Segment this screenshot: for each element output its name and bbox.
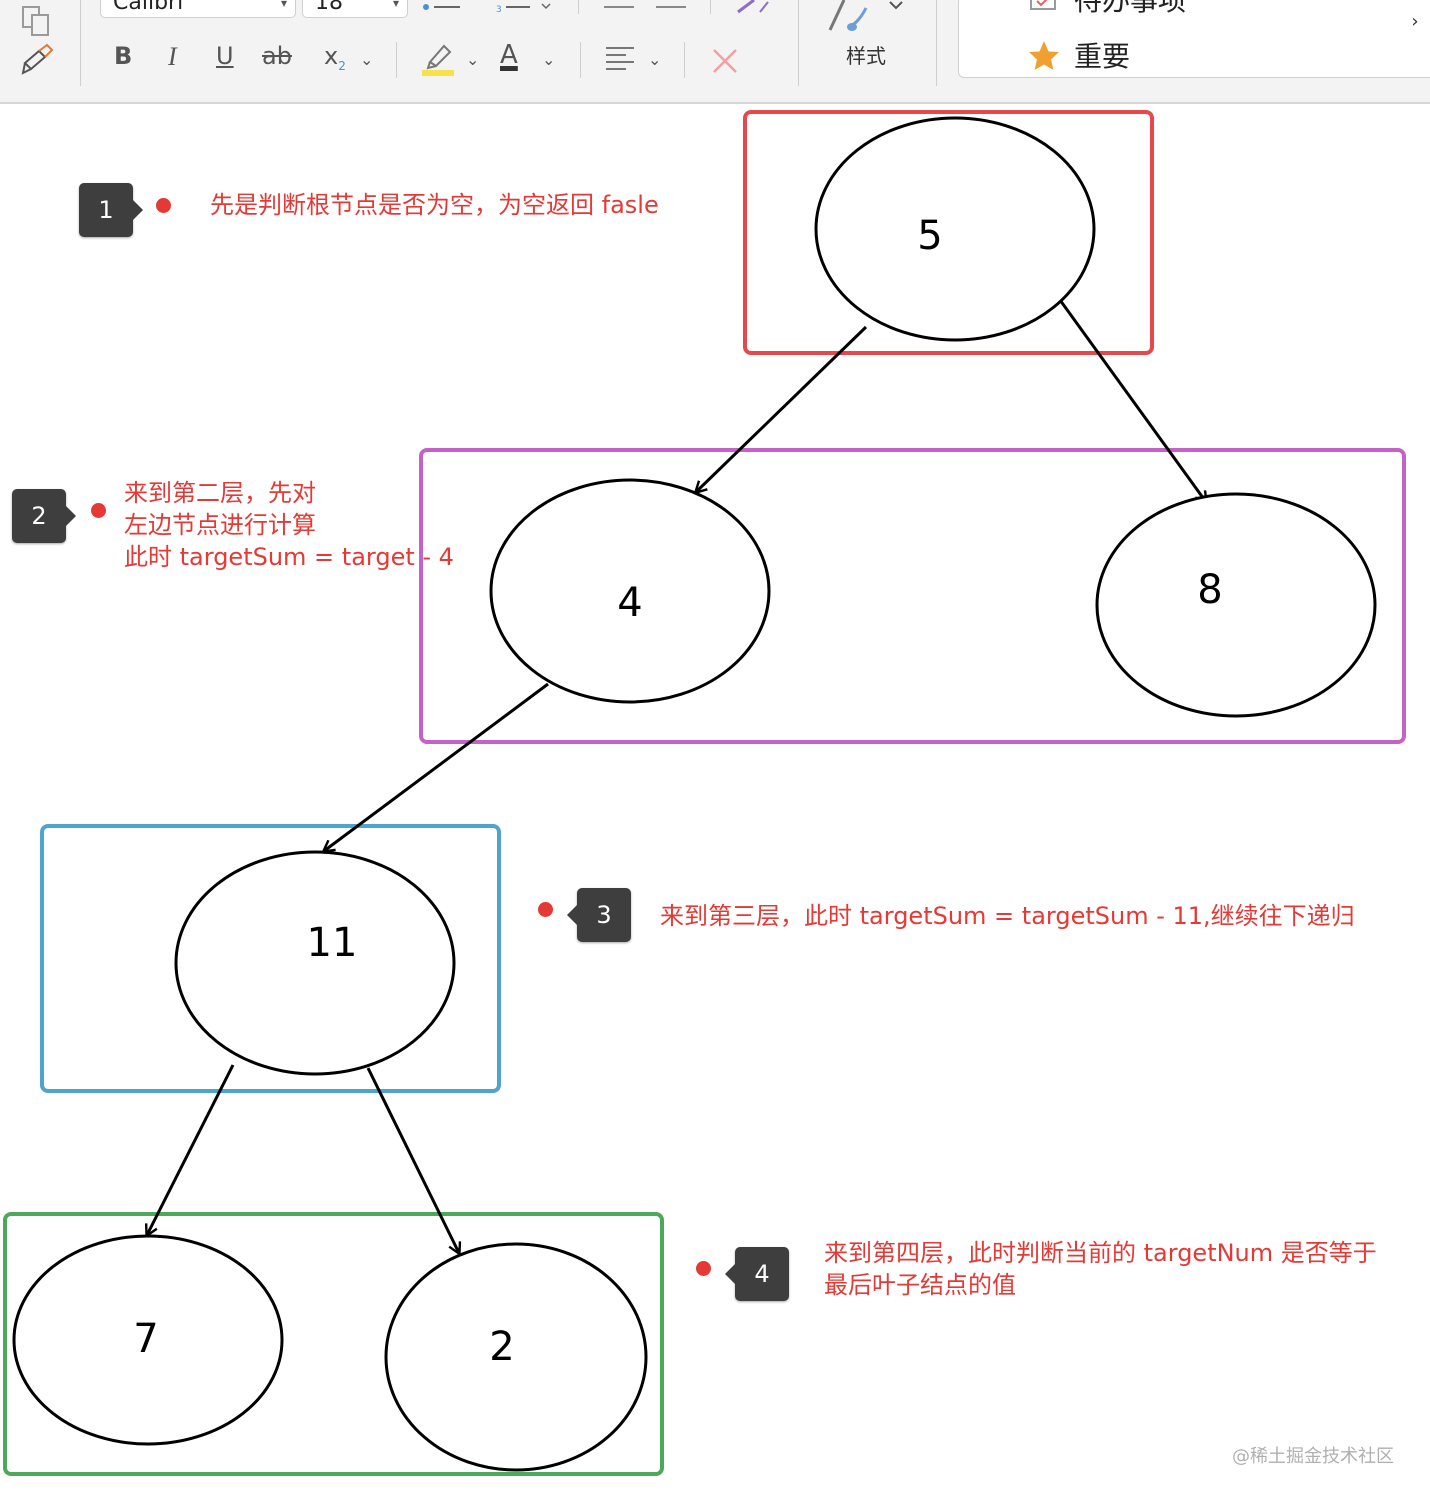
format-painter-icon[interactable] (18, 40, 58, 80)
font-color-label: A (500, 40, 518, 70)
tree-node-7: 7 (12, 1234, 284, 1446)
step-dot-4 (696, 1261, 711, 1276)
step-note-4: 来到第四层，此时判断当前的 targetNum 是否等于 最后叶子结点的值 (824, 1237, 1377, 1301)
chevron-down-icon: ▾ (280, 0, 287, 10)
watermark: @稀土掘金技术社区 (1232, 1446, 1394, 1467)
edge-5-to-4 (696, 325, 868, 492)
chevron-down-icon[interactable]: ⌄ (360, 50, 374, 69)
node-label: 2 (489, 1324, 514, 1370)
underline-button[interactable]: U (216, 42, 234, 70)
edge-11-to-2 (366, 1067, 459, 1253)
tree-node-4: 4 (489, 478, 771, 704)
node-label: 4 (617, 580, 642, 626)
edge-11-to-7 (147, 1064, 235, 1235)
level-1-box (743, 110, 1154, 355)
node-label: 5 (917, 213, 942, 259)
bold-button[interactable]: B (114, 42, 133, 70)
step-note-line: 最后叶子结点的值 (824, 1271, 1016, 1299)
level-3-box (40, 824, 501, 1093)
step-note-1: 先是判断根节点是否为空，为空返回 fasle (210, 189, 659, 221)
step-note-line: 来到第四层，此时判断当前的 targetNum 是否等于 (824, 1239, 1377, 1267)
italic-button[interactable]: I (168, 42, 177, 71)
styles-label[interactable]: 样式 (846, 44, 886, 68)
step-badge-1: 1 (79, 183, 143, 237)
indent-icon[interactable] (600, 0, 700, 14)
subscript-sub-label: 2 (338, 58, 346, 73)
tree-node-11: 11 (174, 850, 456, 1076)
copy-icon[interactable] (18, 4, 54, 40)
step-note-3: 来到第三层，此时 targetSum = targetSum - 11,继续往下… (660, 900, 1355, 932)
node-label: 7 (133, 1316, 158, 1362)
font-size-select[interactable]: 18 ▾ (302, 0, 408, 18)
step-dot-3 (538, 902, 553, 917)
tree-node-5: 5 (814, 116, 1096, 342)
level-4-box (3, 1212, 664, 1476)
tree-node-2: 2 (384, 1242, 648, 1472)
step-note-line: 来到第三层，此时 targetSum = targetSum - 11,继续往下… (660, 902, 1355, 930)
step-badge-2: 2 (12, 489, 76, 543)
ribbon-toolbar: Calibri ▾ 18 ▾ 3 B I U ab x2 ⌄ (0, 0, 1430, 104)
step-note-line: 此时 targetSum = target - 4 (124, 543, 454, 571)
bullet-list-icon[interactable] (420, 0, 470, 14)
font-color-button[interactable]: A (500, 40, 518, 70)
font-name-select[interactable]: Calibri ▾ (100, 0, 296, 18)
level-2-box (419, 448, 1406, 744)
step-badge-3: 3 (567, 888, 631, 942)
svg-text:3: 3 (496, 5, 502, 14)
font-name-value: Calibri (113, 0, 184, 15)
styles-icon[interactable] (826, 0, 916, 34)
edge-5-to-8 (1058, 299, 1206, 502)
style-item-important[interactable]: 重要 (1074, 40, 1131, 73)
chevron-down-icon[interactable]: ⌄ (542, 50, 556, 69)
align-icon[interactable] (604, 44, 636, 74)
node-label: 11 (307, 920, 358, 966)
style-item-todo[interactable]: 待办事项 (1074, 0, 1187, 17)
step-dot-2 (91, 503, 106, 518)
styles-gallery: 待办事项 重要 › (958, 0, 1430, 78)
subscript-label: x (324, 42, 339, 70)
chevron-down-icon[interactable]: ⌄ (466, 50, 480, 69)
subscript-button[interactable]: x2 (324, 42, 346, 73)
highlighter-icon[interactable] (730, 0, 774, 14)
clear-format-icon[interactable] (710, 46, 740, 76)
chevron-right-icon[interactable]: › (1411, 10, 1419, 32)
highlighter-icon[interactable] (420, 40, 456, 78)
star-icon (1027, 39, 1061, 73)
node-label: 8 (1197, 567, 1222, 613)
step-note-2: 来到第二层，先对 左边节点进行计算 此时 targetSum = target … (124, 477, 454, 573)
numbered-list-icon[interactable]: 3 (494, 0, 554, 14)
step-note-line: 来到第二层，先对 (124, 479, 316, 507)
chevron-down-icon: ▾ (392, 0, 399, 10)
strikethrough-button[interactable]: ab (262, 42, 292, 70)
step-note-line: 左边节点进行计算 (124, 511, 316, 539)
step-badge-4: 4 (725, 1247, 789, 1301)
checkbox-icon (1029, 0, 1059, 11)
step-dot-1 (156, 198, 171, 213)
font-size-value: 18 (315, 0, 343, 15)
step-note-line: 先是判断根节点是否为空，为空返回 fasle (210, 191, 659, 219)
chevron-down-icon[interactable]: ⌄ (648, 50, 662, 69)
edge-4-to-11 (324, 682, 549, 851)
tree-node-8: 8 (1095, 492, 1377, 718)
